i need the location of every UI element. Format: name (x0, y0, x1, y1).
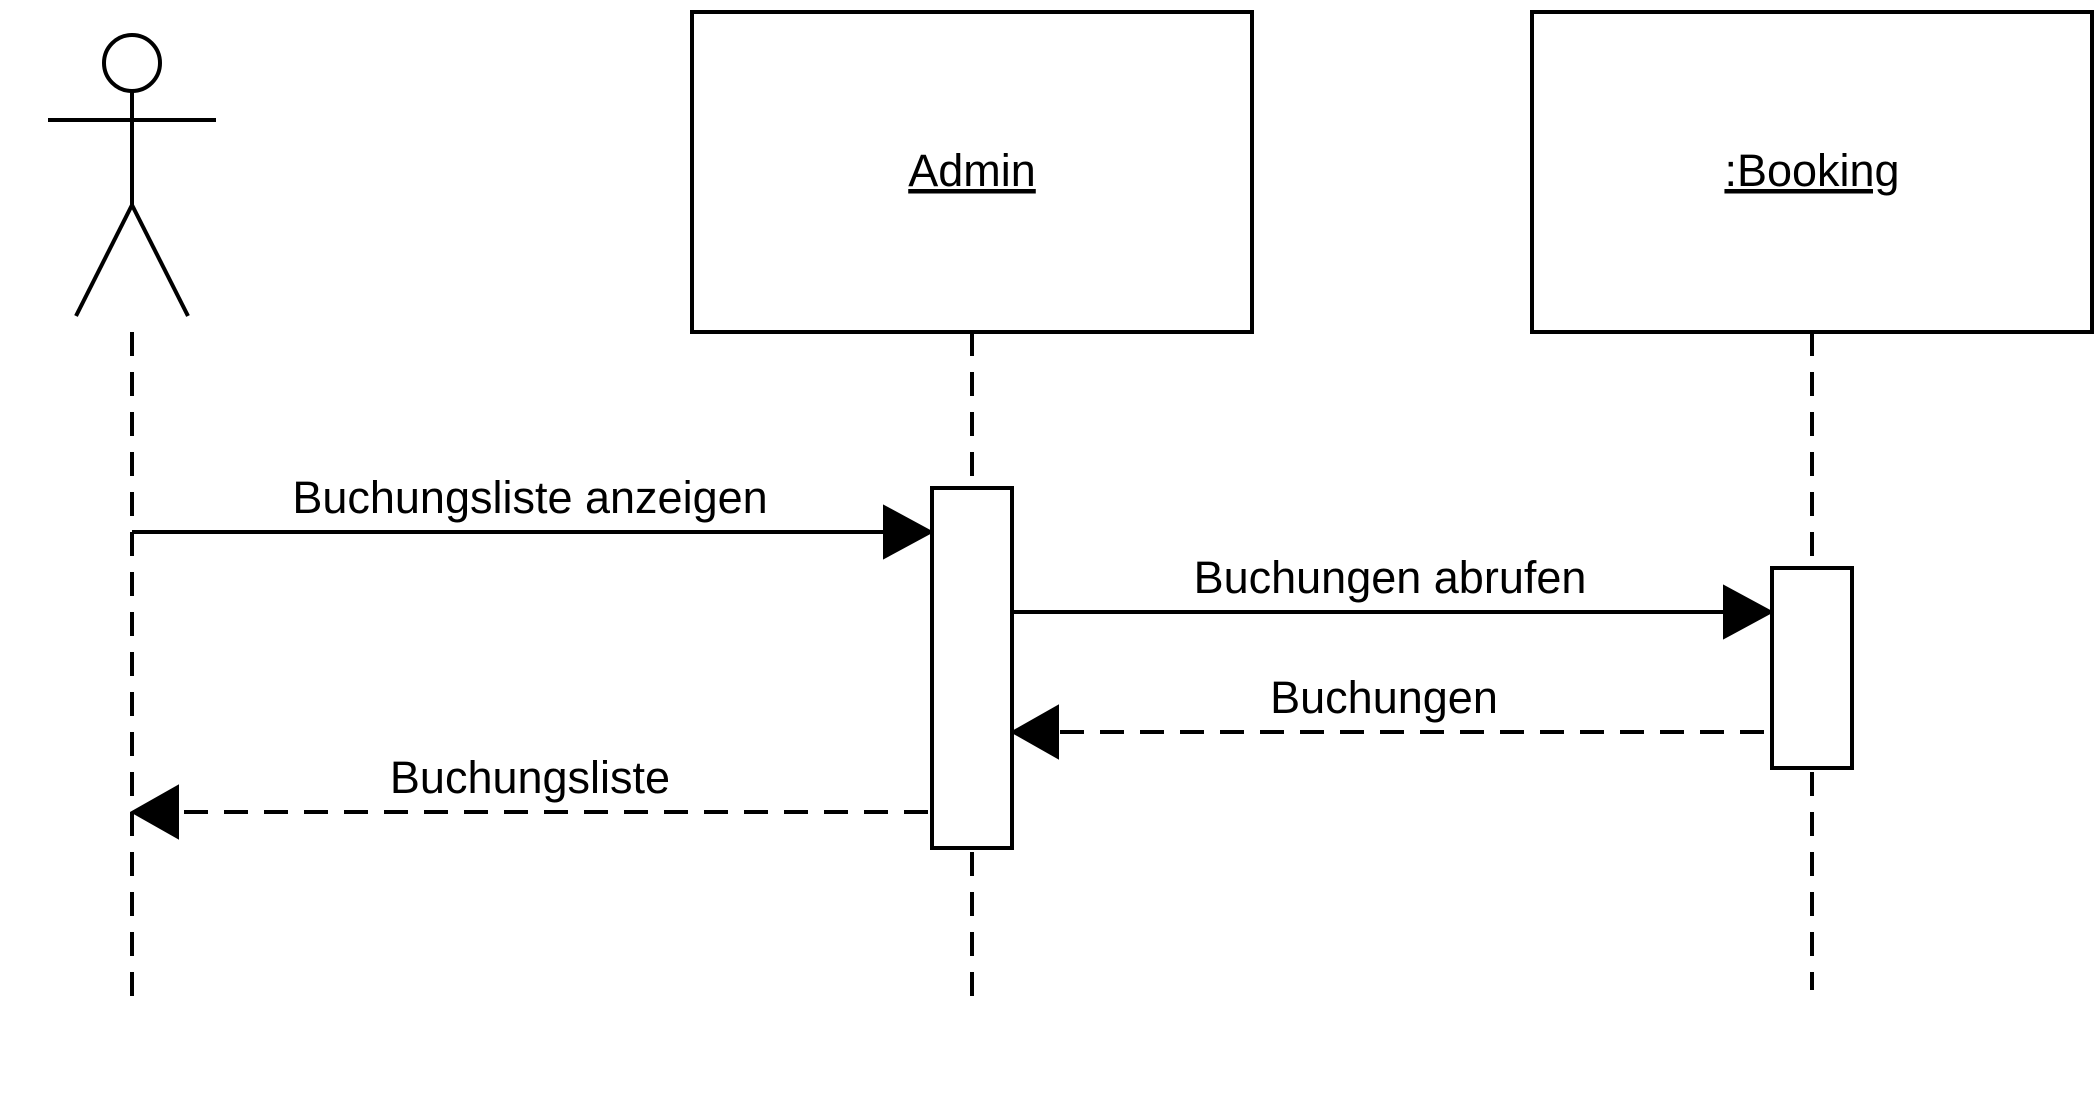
admin-object-label: Admin (908, 145, 1036, 196)
booking-object-box (1530, 10, 2094, 334)
lifeline-booking[interactable]: :Booking (1530, 10, 2094, 334)
actor-head (102, 33, 162, 93)
actor-left-leg (74, 204, 134, 317)
filled-arrowhead-icon (1009, 704, 1059, 760)
message-buchungsliste-anzeigen[interactable]: Buchungsliste anzeigen (132, 472, 935, 560)
message-label: Buchungsliste anzeigen (292, 472, 767, 523)
filled-arrowhead-icon (129, 784, 179, 840)
filled-arrowhead-icon (1723, 584, 1775, 640)
booking-object-label: :Booking (1724, 145, 1899, 196)
admin-activation-bar[interactable] (930, 486, 1014, 850)
actor-right-leg (130, 204, 190, 317)
admin-object-box (690, 10, 1254, 334)
message-label: Buchungen (1270, 672, 1498, 723)
message-label: Buchungen abrufen (1194, 552, 1587, 603)
message-buchungen-abrufen[interactable]: Buchungen abrufen (1012, 552, 1775, 640)
filled-arrowhead-icon (883, 504, 935, 560)
lifeline-admin[interactable]: Admin (690, 10, 1254, 334)
message-buchungen-return[interactable]: Buchungen (1009, 672, 1764, 760)
booking-activation-bar[interactable] (1770, 566, 1854, 770)
message-label: Buchungsliste (390, 752, 670, 803)
actor-user[interactable] (48, 33, 216, 317)
message-buchungsliste-return[interactable]: Buchungsliste (129, 752, 928, 840)
